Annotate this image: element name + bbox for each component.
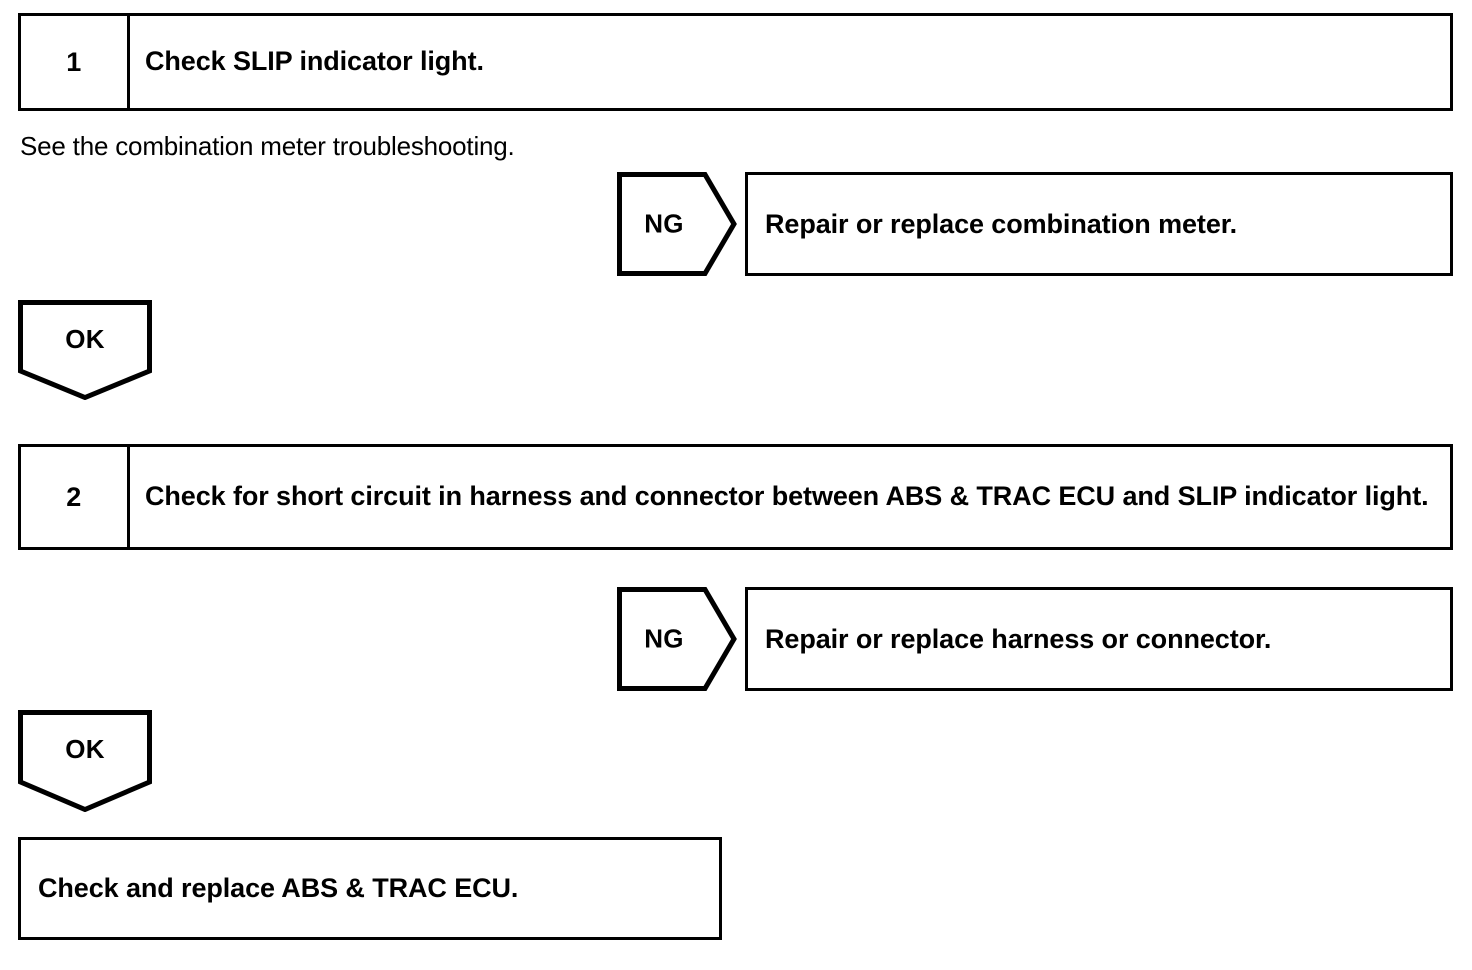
ng-arrow-1: NG bbox=[617, 172, 737, 276]
ng-result-box-1: Repair or replace combination meter. bbox=[745, 172, 1453, 276]
ok-arrow-2: OK bbox=[18, 710, 152, 812]
step-number-2: 2 bbox=[21, 447, 130, 547]
ng-result-box-2: Repair or replace harness or connector. bbox=[745, 587, 1453, 691]
ok-arrow-1: OK bbox=[18, 300, 152, 400]
step-box-2: 2 Check for short circuit in harness and… bbox=[18, 444, 1453, 550]
step-box-1: 1 Check SLIP indicator light. bbox=[18, 13, 1453, 111]
conclusion-box: Check and replace ABS & TRAC ECU. bbox=[18, 837, 722, 940]
step-note-1: See the combination meter troubleshootin… bbox=[20, 131, 515, 161]
ng-arrow-2: NG bbox=[617, 587, 737, 691]
step-instruction-2: Check for short circuit in harness and c… bbox=[145, 481, 1429, 512]
step-number-1: 1 bbox=[21, 16, 130, 108]
step-instruction-1: Check SLIP indicator light. bbox=[145, 46, 484, 77]
